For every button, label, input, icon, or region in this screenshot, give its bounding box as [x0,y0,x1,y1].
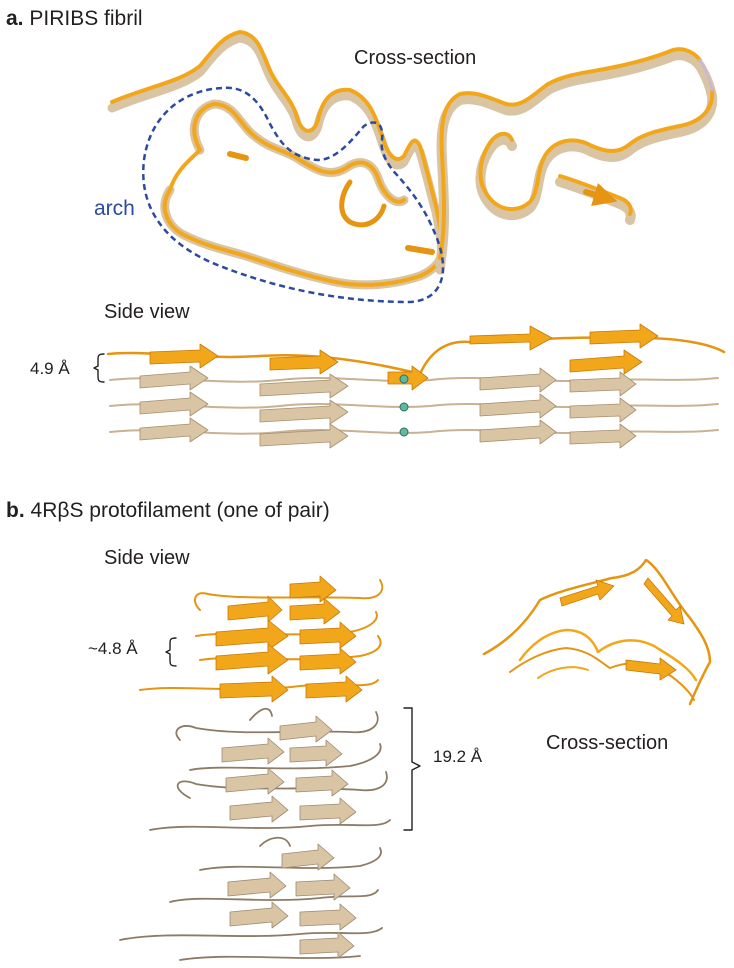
panel-a-cross-section [112,32,712,285]
panel-a-side-view [94,324,724,448]
panel-a-spacing-bracket [94,354,104,382]
panel-b-cross-section [484,560,710,704]
panel-b-spacing-bracket [166,638,176,666]
cross-section-strand-back [112,38,442,285]
panel-b-side-view [120,576,420,960]
panel-b-repeat-bracket [404,708,420,830]
